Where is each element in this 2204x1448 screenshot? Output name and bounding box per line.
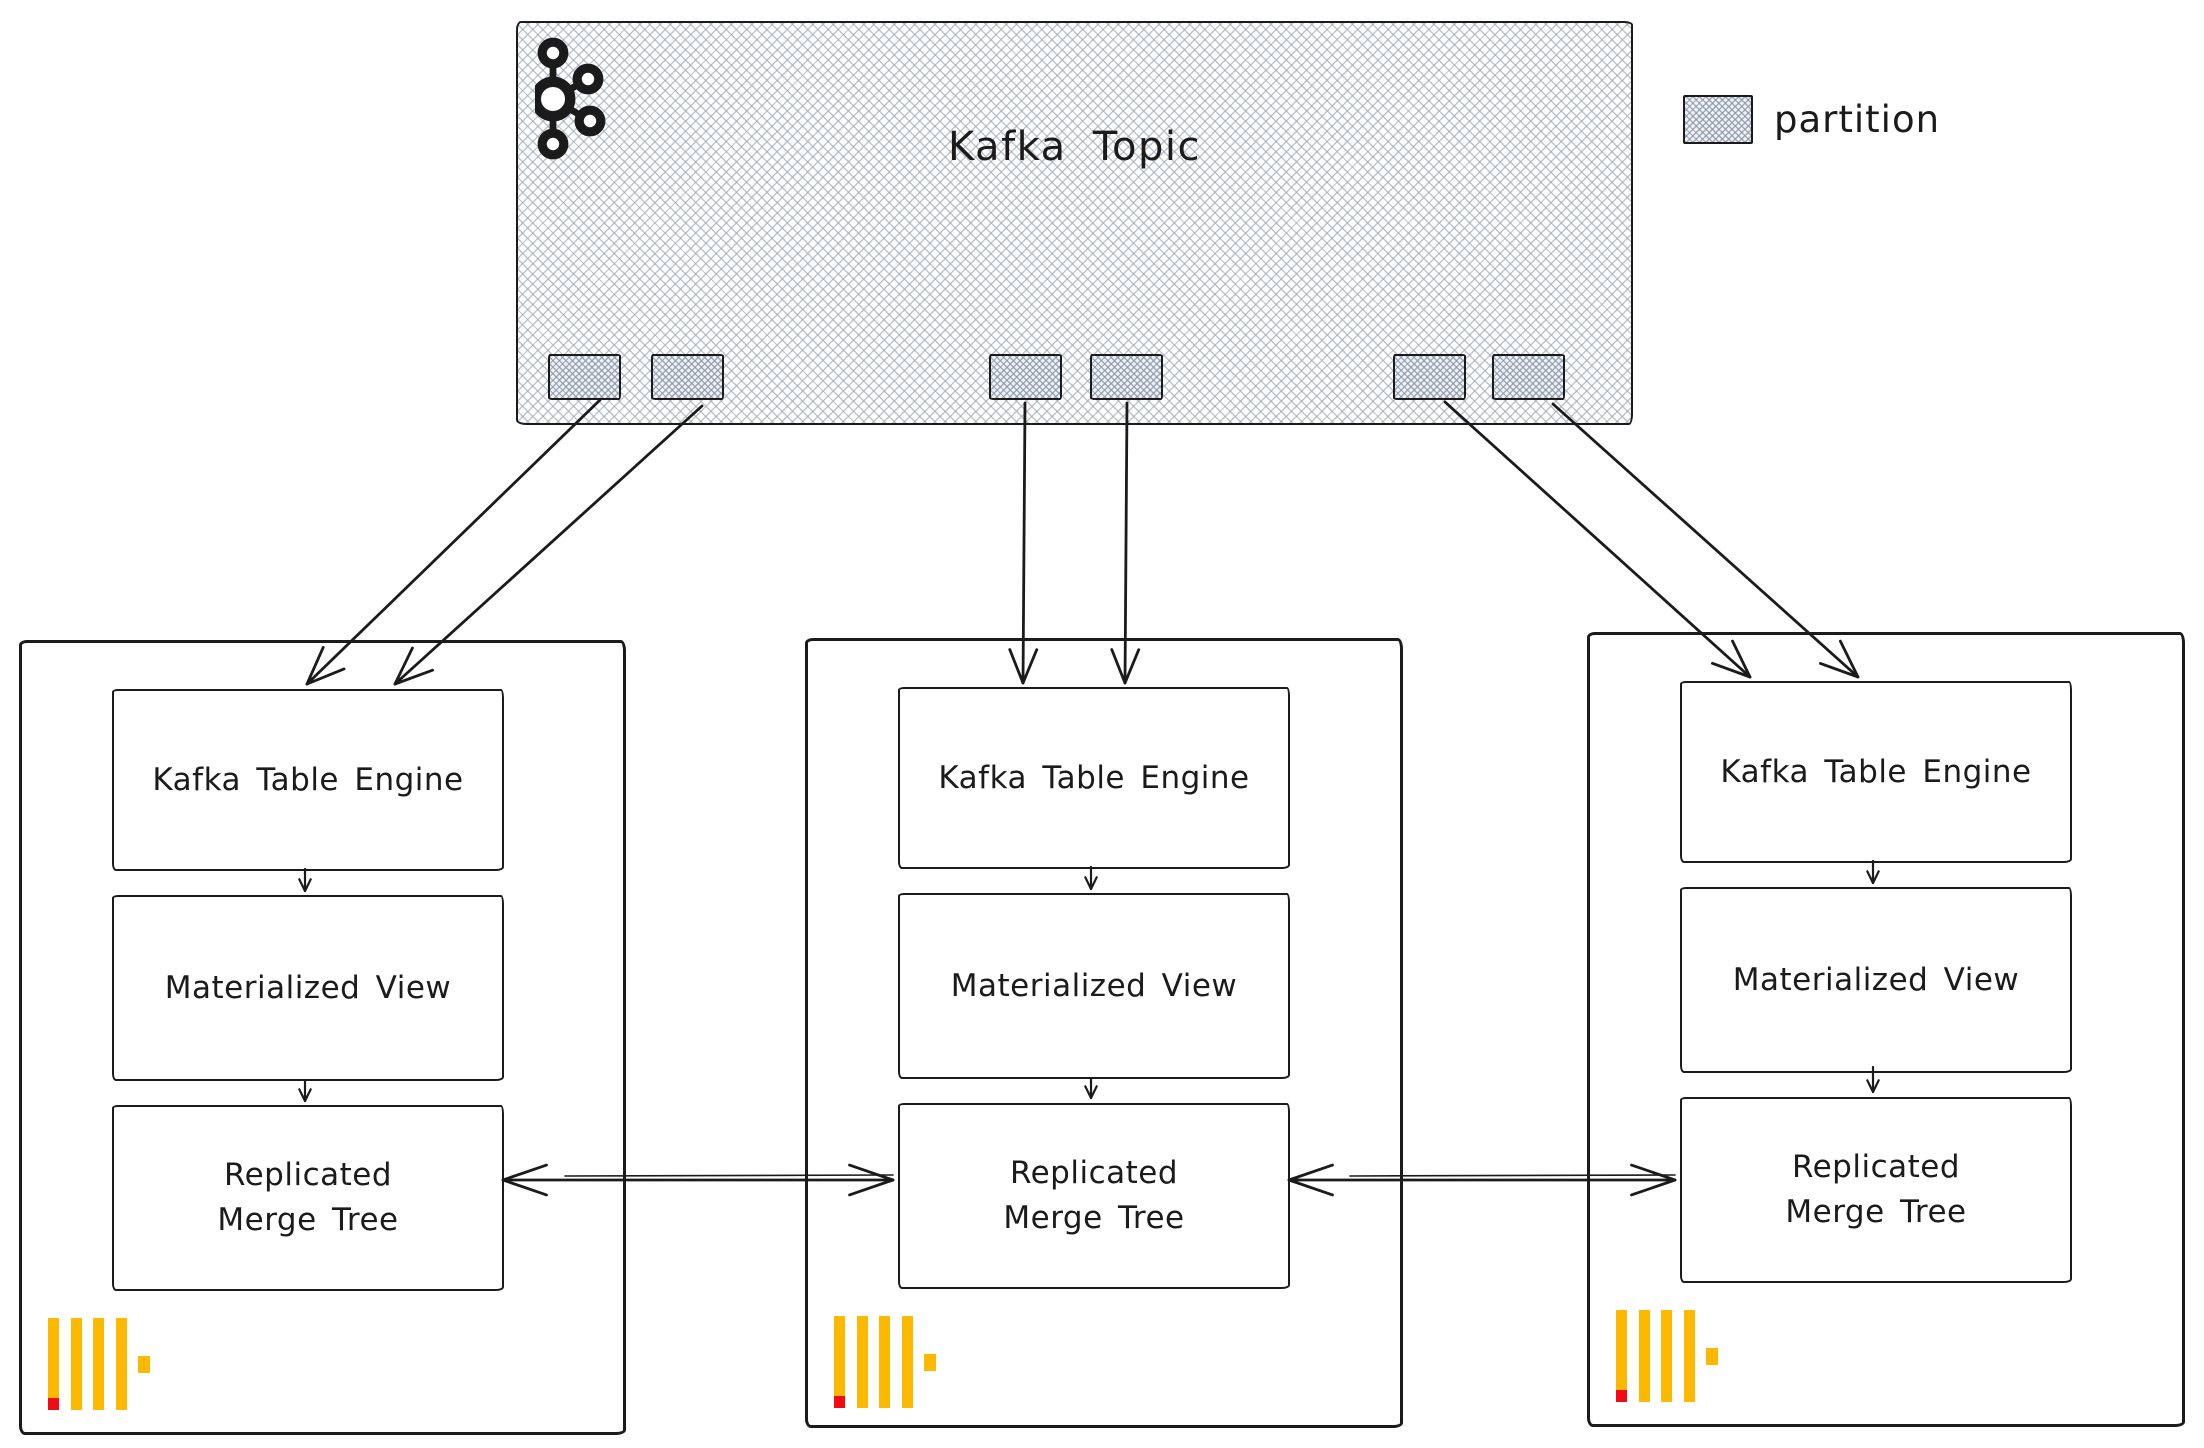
replicated-merge-tree-line2: Merge Tree bbox=[1003, 1200, 1185, 1236]
partition-box bbox=[989, 354, 1062, 400]
materialized-view-box: Materialized View bbox=[112, 895, 504, 1081]
clickhouse-node: Kafka Table Engine Materialized View Rep… bbox=[805, 638, 1403, 1428]
replicated-merge-tree-line2: Merge Tree bbox=[1785, 1194, 1967, 1230]
replicated-merge-tree-box: Replicated Merge Tree bbox=[1680, 1097, 2072, 1283]
materialized-view-label: Materialized View bbox=[164, 969, 452, 1006]
partition-box bbox=[1090, 354, 1163, 400]
materialized-view-box: Materialized View bbox=[898, 893, 1290, 1079]
kafka-topic-title: Kafka Topic bbox=[948, 124, 1201, 170]
partition-box bbox=[1393, 354, 1466, 400]
clickhouse-logo-icon bbox=[1616, 1310, 1719, 1402]
kafka-table-engine-label: Kafka Table Engine bbox=[1720, 753, 2032, 790]
replicated-merge-tree-box: Replicated Merge Tree bbox=[898, 1103, 1290, 1289]
partition-legend-swatch bbox=[1683, 95, 1753, 144]
kafka-table-engine-label: Kafka Table Engine bbox=[152, 761, 464, 798]
kafka-table-engine-box: Kafka Table Engine bbox=[898, 687, 1290, 869]
replicated-merge-tree-line1: Replicated bbox=[1791, 1149, 1961, 1186]
materialized-view-label: Materialized View bbox=[950, 967, 1238, 1004]
clickhouse-logo-icon bbox=[48, 1318, 151, 1410]
clickhouse-logo-icon bbox=[834, 1316, 937, 1408]
materialized-view-box: Materialized View bbox=[1680, 887, 2072, 1073]
replicated-merge-tree-line1: Replicated bbox=[223, 1157, 393, 1194]
partition-box bbox=[1492, 354, 1565, 400]
partition-box bbox=[548, 354, 621, 400]
replicated-merge-tree-line1: Replicated bbox=[1009, 1155, 1179, 1192]
kafka-table-engine-label: Kafka Table Engine bbox=[938, 759, 1250, 796]
clickhouse-node: Kafka Table Engine Materialized View Rep… bbox=[1587, 632, 2185, 1427]
replicated-merge-tree-box: Replicated Merge Tree bbox=[112, 1105, 504, 1291]
kafka-logo-icon bbox=[535, 37, 606, 160]
replicated-merge-tree-line2: Merge Tree bbox=[217, 1202, 399, 1238]
partition-box bbox=[651, 354, 724, 400]
materialized-view-label: Materialized View bbox=[1732, 961, 2020, 998]
kafka-table-engine-box: Kafka Table Engine bbox=[112, 689, 504, 871]
clickhouse-node: Kafka Table Engine Materialized View Rep… bbox=[19, 640, 626, 1435]
kafka-table-engine-box: Kafka Table Engine bbox=[1680, 681, 2072, 863]
partition-legend-label: partition bbox=[1774, 98, 1941, 141]
